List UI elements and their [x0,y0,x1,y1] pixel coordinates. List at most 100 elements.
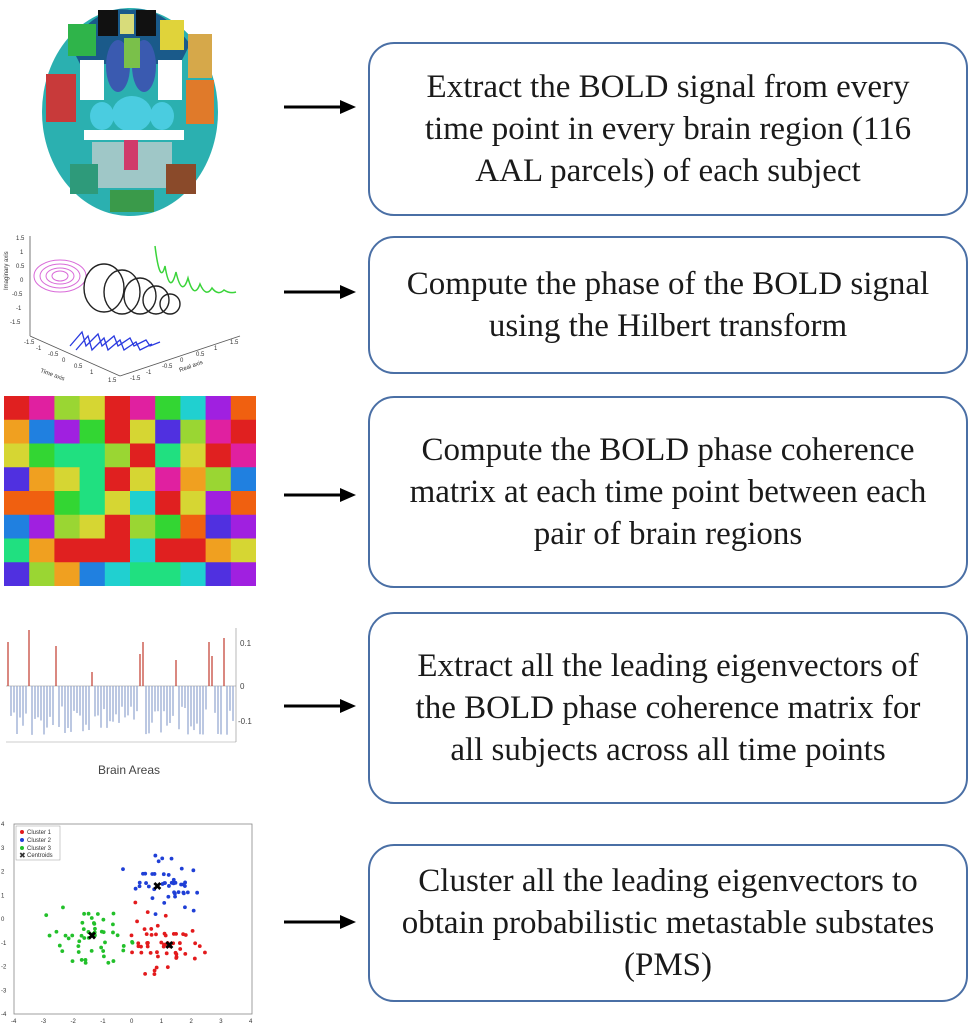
scatter-point [153,853,158,858]
matrix-cell [29,396,55,421]
hilbert-ytick: 0.5 [196,352,205,358]
scatter-point [150,896,155,901]
scatter-point [89,948,94,953]
scatter-point [154,965,159,970]
hilbert-xtick: -1.5 [24,340,35,346]
matrix-cell [4,562,30,587]
centroid-marker: ✖ [153,881,162,893]
matrix-cell [79,562,106,587]
scatter-point [70,959,75,964]
hilbert-xtick: 0.5 [74,364,83,370]
scatter-point [152,872,157,876]
matrix-cell [4,491,30,516]
scatter-point [173,894,177,899]
scatter-ytick: -4 [1,1012,7,1018]
matrix-cell [104,562,131,587]
matrix-cell [130,514,156,539]
centroid-marker: ✖ [165,940,174,952]
scatter-point [169,880,174,885]
scatter-point [172,890,176,895]
scatter-point [111,911,116,916]
scatter-ytick: 2 [1,870,5,876]
matrix-cell [205,562,232,587]
hilbert-xlabel: Time axis [39,368,65,382]
scatter-point [79,933,84,938]
scatter-ytick: 1 [1,893,5,899]
matrix-cell [155,467,181,492]
scatter-point [167,884,171,888]
scatter-point [92,930,97,935]
scatter-point [161,872,166,877]
matrix-cell [130,419,156,444]
hilbert-ztick: 1 [20,250,24,256]
scatter-ytick: 0 [1,917,5,923]
scatter-xtick: 0 [130,1019,134,1025]
matrix-cell [104,419,131,444]
eig-tick: 0.1 [240,639,252,648]
matrix-cell [230,491,257,516]
scatter-point [86,930,91,934]
scatter-point [191,908,196,913]
scatter-point [195,890,200,895]
matrix-cell [130,562,156,587]
scatter-point [93,926,97,931]
scatter-xtick: -1 [100,1019,106,1025]
scatter-xtick: 2 [190,1019,194,1025]
matrix-cell [54,538,81,563]
scatter-point [121,948,126,953]
scatter-point [54,929,59,934]
hilbert-ztick: 0 [20,278,24,284]
hilbert-ztick: 0.5 [16,264,25,270]
scatter-point [191,868,196,873]
scatter-point [83,958,88,962]
scatter-point [76,944,81,949]
scatter-point [136,941,141,946]
scatter-point [154,932,158,937]
scatter-point [177,941,182,945]
scatter-point [106,960,111,965]
hilbert-ztick: 1.5 [16,236,25,242]
hilbert-xtick: 1.5 [108,378,117,384]
scatter-point [192,956,197,961]
scatter-point [178,947,183,951]
scatter-point [156,954,160,959]
scatter-point [155,950,159,955]
scatter-point [149,932,154,937]
scatter-point [103,940,107,945]
scatter-point [166,894,171,899]
matrix-cell [79,396,106,421]
scatter-point [89,916,94,920]
scatter-ytick: 4 [1,822,5,828]
scatter-xtick: -3 [41,1019,47,1025]
matrix-cell [104,396,131,421]
matrix-cell [155,396,181,421]
hilbert-zlabel: Imaginary axis [4,251,10,290]
scatter-point [183,951,188,956]
scatter-point [101,954,106,959]
matrix-cell [205,396,232,421]
step-1-box: Extract the BOLD signal from every time … [368,42,968,216]
scatter-point [130,950,134,955]
scatter-point [136,944,141,949]
matrix-cell [79,419,106,444]
arrow-step-5-icon [284,915,356,929]
scatter-point [203,950,207,955]
matrix-cell [29,514,55,539]
matrix-cell [180,419,207,444]
scatter-point [44,913,49,918]
scatter-point [86,935,91,940]
matrix-cell [4,538,30,563]
matrix-cell [29,562,55,587]
scatter-xtick: 4 [249,1019,253,1025]
hilbert-ztick: -0.5 [12,292,23,298]
scatter-point [76,950,81,954]
matrix-cell [230,514,257,539]
scatter-point [145,944,150,949]
step-3-text: Compute the BOLD phase coherence matrix … [409,432,927,552]
scatter-point [61,905,65,910]
legend-marker [20,838,24,842]
matrix-cell [155,491,181,516]
hilbert-xtick: -0.5 [48,352,59,358]
hilbert-xtick: 0 [62,358,66,364]
matrix-cell [54,514,81,539]
